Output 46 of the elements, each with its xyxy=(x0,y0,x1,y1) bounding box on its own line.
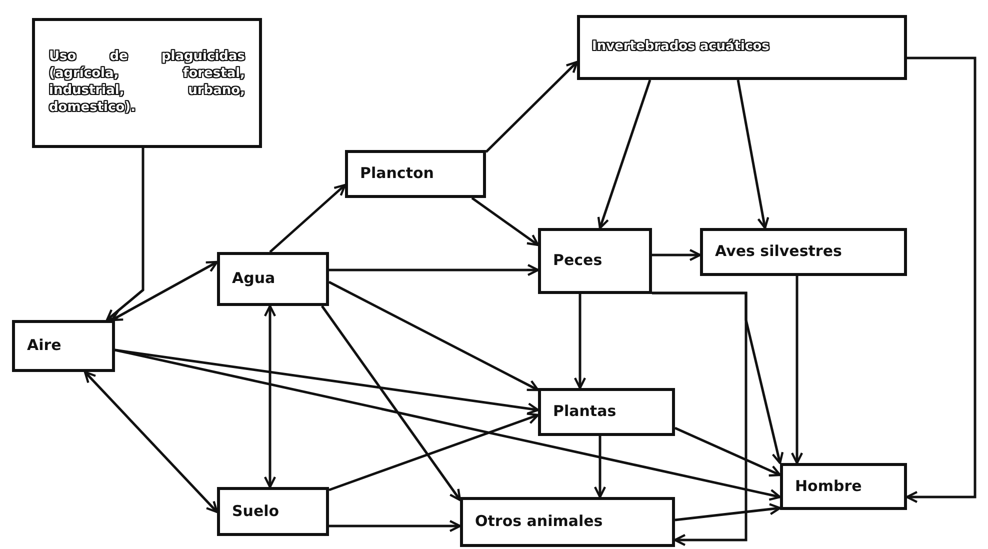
process-box xyxy=(538,228,652,294)
node-label: Agua xyxy=(232,269,276,289)
arrow xyxy=(269,184,346,253)
arrow xyxy=(106,148,144,322)
arrow xyxy=(594,436,606,498)
arrow xyxy=(329,520,462,532)
node-label: Peces xyxy=(553,251,602,271)
node-label: Hombre xyxy=(795,476,862,496)
arrow xyxy=(574,294,586,390)
process-box xyxy=(345,150,486,198)
node-label: Uso de plaguicidas (agrícola, forestal, industrial, urbano, domestico). xyxy=(49,49,245,117)
process-box xyxy=(780,463,907,510)
process-box xyxy=(217,487,329,536)
arrow xyxy=(84,370,218,514)
arrow xyxy=(652,248,702,262)
arrow xyxy=(674,426,782,477)
process-box xyxy=(32,18,262,148)
process-box xyxy=(217,252,329,306)
arrow xyxy=(652,292,748,546)
process-box xyxy=(538,388,675,436)
arrow xyxy=(328,412,540,492)
process-box xyxy=(460,497,675,547)
node-label: Plancton xyxy=(360,164,434,184)
node-label: Aves silvestres xyxy=(715,242,842,262)
arrow xyxy=(597,80,652,230)
arrow xyxy=(790,276,804,464)
arrow xyxy=(110,260,218,322)
node-label: Aire xyxy=(27,336,62,356)
arrow xyxy=(471,196,540,246)
node-label: Plantas xyxy=(553,402,616,422)
arrow xyxy=(485,60,578,153)
arrow xyxy=(329,264,540,276)
process-box xyxy=(12,320,115,372)
arrow xyxy=(674,503,782,522)
arrow xyxy=(264,304,276,488)
node-label: Otros animales xyxy=(475,512,603,532)
arrow xyxy=(328,280,540,392)
arrow xyxy=(906,56,976,504)
process-box xyxy=(577,15,907,80)
arrow xyxy=(320,305,462,502)
arrow xyxy=(114,348,540,415)
arrow xyxy=(114,348,782,501)
process-box xyxy=(700,228,907,276)
node-label: Suelo xyxy=(232,502,280,522)
node-label: Invertebrados acuáticos xyxy=(592,39,770,56)
arrow xyxy=(736,80,770,230)
